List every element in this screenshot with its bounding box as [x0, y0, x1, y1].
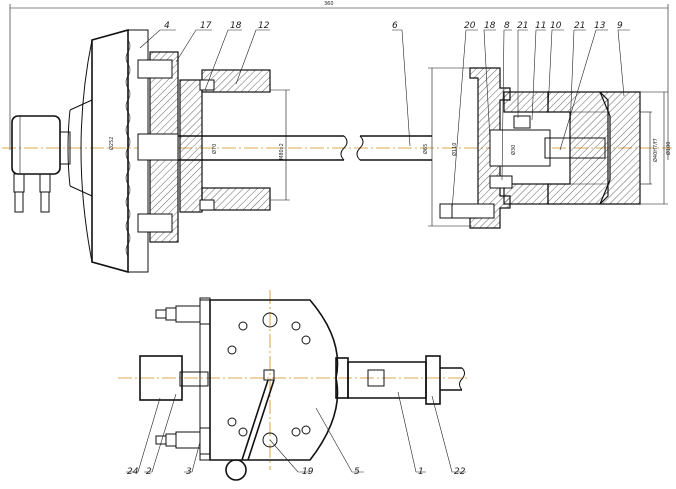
label-12: 12: [258, 21, 270, 31]
label-19: 19: [302, 467, 314, 477]
label-18-left: 18: [230, 21, 242, 31]
distributor-left: [11, 115, 71, 213]
collet-chuck-section: Ø110 Ø30 Ø40H7/f7 Ø100: [428, 67, 672, 229]
flange-section: M80x2 Ø70: [137, 51, 290, 243]
label-9: 9: [617, 21, 623, 31]
cylinder-housing: Ø252: [67, 28, 149, 274]
label-21-left: 21: [517, 21, 528, 31]
thread-text: M80x2: [279, 143, 285, 160]
cylinder-end-view: [139, 299, 465, 481]
dia-left2-text: Ø30: [510, 145, 517, 155]
position-labels: 4 17 18 12 6 20 18 8 21 11 10 21 13 9 24…: [126, 21, 630, 477]
label-17: 17: [200, 21, 212, 31]
dia-right2-text: Ø100: [665, 142, 672, 155]
label-11: 11: [535, 21, 546, 31]
overall-dimension-text: 360: [324, 1, 334, 7]
dia-rod-text: Ø65: [422, 144, 429, 154]
label-3: 3: [186, 467, 192, 477]
label-8: 8: [504, 21, 510, 31]
dia-left1-text: Ø110: [451, 143, 458, 156]
label-21-right: 21: [574, 21, 585, 31]
fittings-lower: [155, 297, 211, 455]
label-1: 1: [418, 467, 424, 477]
label-2: 2: [146, 467, 152, 477]
label-22: 22: [454, 467, 466, 477]
overall-dimension: 360: [9, 1, 669, 160]
label-20: 20: [464, 21, 476, 31]
label-18-right: 18: [484, 21, 496, 31]
label-13: 13: [594, 21, 606, 31]
label-24: 24: [127, 467, 139, 477]
label-6: 6: [392, 21, 398, 31]
label-4: 4: [164, 21, 170, 31]
label-10: 10: [550, 21, 562, 31]
dia-face-text: Ø252: [108, 137, 115, 150]
dia-bore-text: Ø70: [211, 144, 218, 154]
label-5: 5: [354, 467, 360, 477]
dia-right1-text: Ø40H7/f7: [652, 138, 659, 162]
rod: Ø65: [178, 135, 432, 161]
